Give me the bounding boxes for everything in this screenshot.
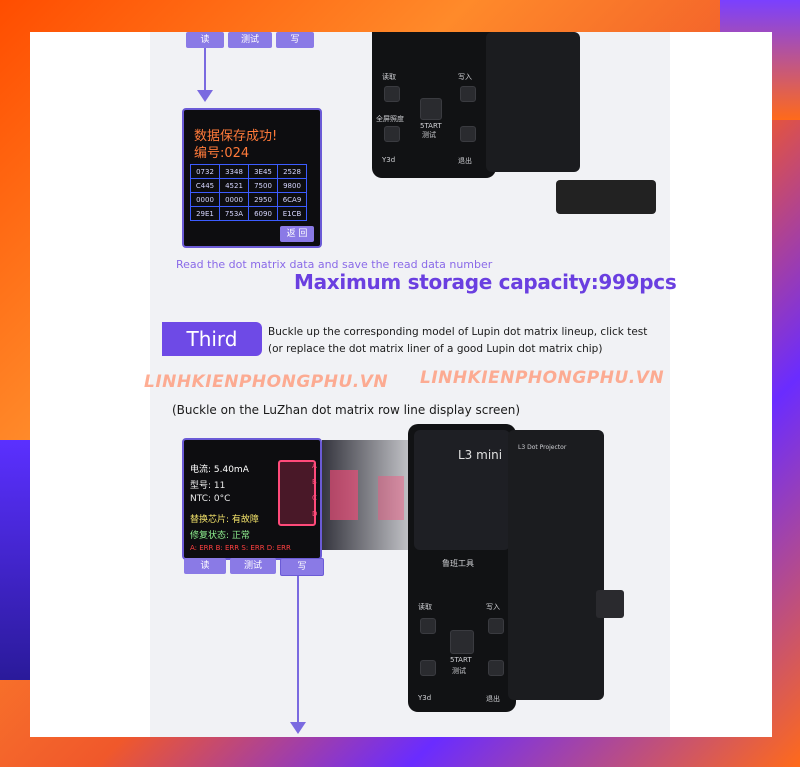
step-desc-line: (or replace the dot matrix liner of a go…	[268, 343, 603, 355]
device-label: 退出	[458, 157, 472, 165]
segment-label: A	[312, 462, 317, 470]
tester-board-top	[486, 32, 580, 172]
table-cell: 6CA9	[277, 192, 307, 207]
device-key	[420, 660, 436, 676]
test-result-screen: 电流: 5.40mA 型号: 11 NTC: 0°C 替换芯片: 有故障 修复状…	[182, 438, 322, 560]
device-key	[384, 86, 400, 102]
arrow-line-top	[204, 48, 206, 92]
table-cell: 2528	[277, 164, 307, 179]
return-button[interactable]: 返 回	[280, 226, 314, 242]
repair-status-readout: 修复状态: 正常	[190, 531, 250, 541]
error-readout: A: ERR B: ERR S: ERR D: ERR	[190, 544, 291, 552]
device-label: 全屏照度	[376, 115, 404, 123]
device-key	[460, 86, 476, 102]
table-cell: 753A	[219, 206, 249, 221]
model-readout: 型号: 11	[190, 481, 226, 491]
save-result-screen: 数据保存成功! 编号:024 0732 3348 3E45 2528 C445 …	[182, 108, 322, 248]
read-button[interactable]: 读	[184, 558, 226, 574]
device-brand-label: 鲁班工具	[442, 559, 474, 568]
device-label: 5TART	[420, 122, 442, 130]
watermark: LINHKIENPHONGPHU.VN	[144, 372, 389, 392]
step-badge: Third	[162, 322, 262, 356]
top-screen-buttons: 读 测试 写	[186, 32, 314, 48]
device-label: 退出	[486, 695, 500, 703]
device-center-key	[420, 98, 442, 120]
table-row: C445 4521 7500 9800	[190, 178, 307, 193]
table-cell: 4521	[219, 178, 249, 193]
arrow-head-bottom	[290, 722, 306, 734]
board-title-label: L3 Dot Projector	[518, 444, 567, 451]
read-caption: Read the dot matrix data and save the re…	[176, 258, 493, 271]
step-desc-line: Buckle up the corresponding model of Lup…	[268, 326, 648, 338]
segment-label: B	[312, 478, 317, 486]
write-button[interactable]: 写	[276, 32, 314, 48]
table-cell: 3348	[219, 164, 249, 179]
buckle-caption: (Buckle on the LuZhan dot matrix row lin…	[172, 403, 521, 417]
table-cell: E1CB	[277, 206, 307, 221]
device-label: 读取	[418, 603, 432, 611]
device-screen: L3 mini	[414, 430, 510, 550]
tester-device-top: 读取 写入 全屏照度 5TART 测试 Y3d 退出	[372, 32, 496, 178]
table-cell: 7500	[248, 178, 278, 193]
device-label: 写入	[486, 603, 500, 611]
dot-matrix-table: 0732 3348 3E45 2528 C445 4521 7500 9800 …	[190, 164, 307, 221]
table-cell: C445	[190, 178, 220, 193]
segment-ghost	[378, 476, 404, 520]
ntc-readout: NTC: 0°C	[190, 494, 231, 504]
current-readout: 电流: 5.40mA	[190, 465, 249, 475]
table-row: 0732 3348 3E45 2528	[190, 164, 307, 179]
table-cell: 6090	[248, 206, 278, 221]
segment-label: D	[312, 510, 318, 518]
save-number-text: 编号:024	[194, 146, 250, 161]
save-title: 数据保存成功! 编号:024	[194, 128, 277, 162]
segment-label: C	[312, 494, 317, 502]
test-button[interactable]: 测试	[228, 32, 272, 48]
device-key	[384, 126, 400, 142]
device-model-label: L3 mini	[458, 448, 503, 462]
flex-connector	[596, 590, 624, 618]
table-cell: 0000	[219, 192, 249, 207]
test-screen-buttons: 读 测试 写	[184, 558, 324, 576]
table-cell: 3E45	[248, 164, 278, 179]
tester-board-bottom: L3 Dot Projector	[508, 430, 604, 700]
device-key	[420, 618, 436, 634]
table-cell: 0732	[190, 164, 220, 179]
flex-cable-module	[556, 180, 656, 214]
max-storage-heading: Maximum storage capacity:999pcs	[294, 270, 677, 294]
device-label: Y3d	[418, 694, 432, 702]
table-row: 29E1 753A 6090 E1CB	[190, 206, 307, 221]
save-success-text: 数据保存成功!	[194, 129, 278, 144]
watermark: LINHKIENPHONGPHU.VN	[420, 368, 665, 388]
table-row: 0000 0000 2950 6CA9	[190, 192, 307, 207]
device-label: 写入	[458, 73, 472, 81]
device-key	[488, 618, 504, 634]
step-description: Buckle up the corresponding model of Lup…	[268, 324, 688, 358]
table-cell: 2950	[248, 192, 278, 207]
device-key	[488, 660, 504, 676]
table-cell: 29E1	[190, 206, 220, 221]
device-key	[460, 126, 476, 142]
read-button[interactable]: 读	[186, 32, 224, 48]
dot-matrix-segment-display	[278, 460, 316, 526]
tester-device-bottom: L3 mini 鲁班工具 读取 写入 5TART 测试 Y3d 退出	[408, 424, 516, 712]
device-label: 5TART	[450, 656, 472, 664]
table-cell: 0000	[190, 192, 220, 207]
replace-chip-readout: 替换芯片: 有故障	[190, 515, 259, 525]
arrow-line-bottom	[297, 576, 299, 722]
segment-ghost	[330, 470, 358, 520]
write-button[interactable]: 写	[280, 558, 324, 576]
device-label: 测试	[422, 131, 436, 139]
test-button[interactable]: 测试	[230, 558, 276, 574]
device-label: Y3d	[382, 156, 396, 164]
device-label: 读取	[382, 73, 396, 81]
arrow-head-top	[197, 90, 213, 102]
device-center-key	[450, 630, 474, 654]
table-cell: 9800	[277, 178, 307, 193]
device-label: 测试	[452, 667, 466, 675]
